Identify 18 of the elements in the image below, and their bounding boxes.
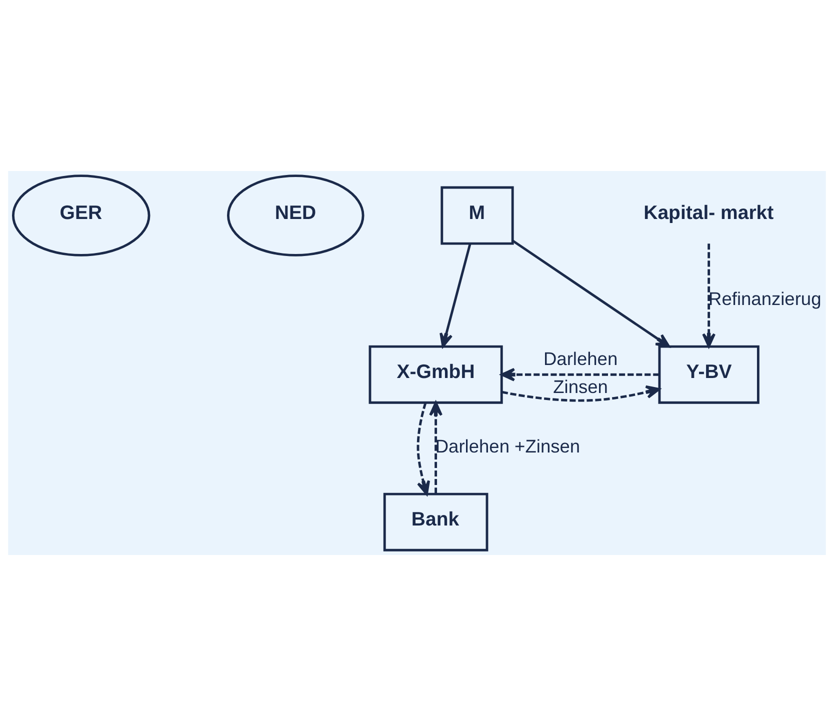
- edge-label: Refinanzierug: [708, 288, 822, 310]
- arrow: [500, 368, 660, 382]
- arrow: [702, 244, 716, 348]
- node-box: M: [440, 186, 514, 245]
- arrow: [416, 402, 430, 496]
- node-box: X-GmbH: [368, 345, 503, 404]
- node-ellipse: GER: [12, 174, 150, 256]
- edge-label: Darlehen +Zinsen: [435, 436, 580, 457]
- node-text: Kapital- markt: [644, 202, 774, 224]
- arrow: [429, 402, 443, 494]
- node-box: Bank: [383, 492, 488, 552]
- arrow: [440, 243, 472, 348]
- node-box: Y-BV: [658, 345, 760, 404]
- arrow: [502, 385, 660, 402]
- edge-label: Zinsen: [553, 376, 608, 397]
- node-ellipse: NED: [227, 174, 364, 256]
- arrow: [512, 240, 670, 348]
- edge-label: Darlehen: [543, 348, 618, 369]
